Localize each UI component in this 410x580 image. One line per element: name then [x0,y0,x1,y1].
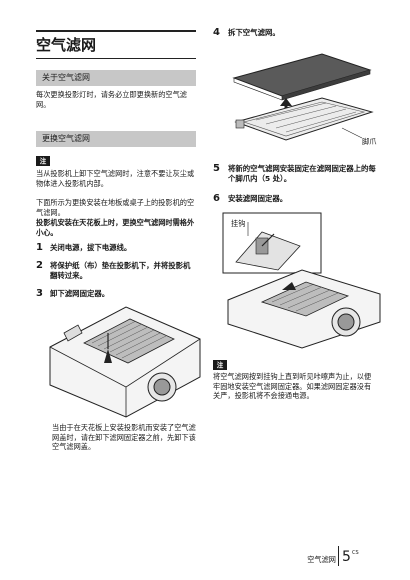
note-2-text: 将空气滤网按到挂钩上直到听见咔嚓声为止，以便牢固地安装空气滤网固定器。如果滤网固… [213,372,372,401]
section-heading-about-filter: 关于空气滤网 [36,70,196,86]
claw-label: 脚爪 [362,137,377,146]
footer-lang-code: CS [352,550,359,556]
intro-bold-text: 投影机安装在天花板上时，更换空气滤网时需格外小心。 [36,218,195,237]
step-3-text: 卸下滤网固定器。 [50,289,110,298]
step-6-illustration [222,212,381,349]
step-5-text: 将新的空气滤网安装固定在滤网固定器上的每个脚爪内（5 处）。 [228,164,376,183]
step-2-number: 2 [36,260,43,271]
step-6-number: 6 [213,193,220,204]
step-4-text: 拆下空气滤网。 [228,28,280,37]
step-1-number: 1 [36,242,43,253]
step-3-caption: 当由于在天花板上安装投影机而安装了空气滤网盖时，请在卸下滤网固定器之前，先卸下该… [52,423,196,452]
step-1-text: 关闭电源，拔下电源线。 [50,243,132,252]
note-badge: 注 [36,156,50,166]
step-2-text: 将保护纸（布）垫在投影机下，并将投影机翻转过来。 [50,261,191,280]
section-about-body: 每次更换投影灯时，请务必立即更换新的空气滤网。 [36,90,187,109]
note-text: 当从投影机上卸下空气滤网时，注意不要让灰尘或物体进入投影机内部。 [36,169,195,188]
footer-page-number: 5 [342,549,351,565]
step-4-illustration [232,53,374,141]
step-3-number: 3 [36,288,43,299]
step-6-text: 安装滤网固定器。 [228,194,288,203]
hook-label: 挂钩 [231,219,246,228]
page-title: 空气滤网 [36,30,196,59]
section-heading-replace-filter: 更换空气滤网 [36,131,196,147]
intro-text: 下面所示为更换安装在地板或桌子上的投影机的空气滤网。 [36,198,195,217]
step-4-number: 4 [213,27,220,38]
note-2-badge: 注 [213,360,227,370]
footer-divider [338,546,339,566]
step-3-illustration [49,306,201,418]
footer-section: 空气滤网 [307,555,336,564]
step-5-number: 5 [213,163,220,174]
